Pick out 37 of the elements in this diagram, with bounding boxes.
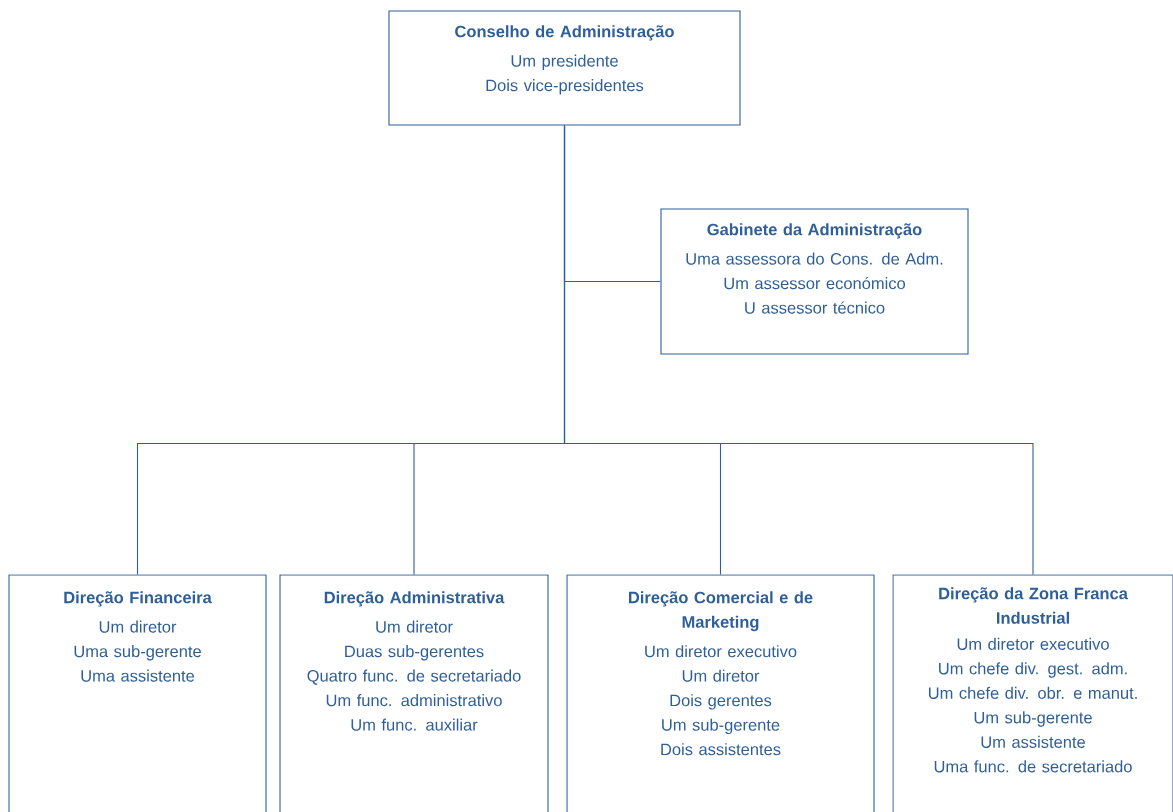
- box-text: Uma func. de secretariado: [934, 760, 1132, 773]
- box-text: Dois gerentes: [670, 694, 772, 710]
- box-text: Um diretor: [376, 620, 453, 633]
- box-text: Um diretor executivo: [957, 637, 1109, 650]
- box-text: Uma assistente: [81, 669, 195, 682]
- box-text: Quatro func. de secretariado: [307, 669, 521, 685]
- box-text: Um diretor: [99, 620, 177, 633]
- org-box: [660, 208, 969, 355]
- box-text: Dois vice-presidentes: [486, 79, 644, 95]
- box-text: Um diretor: [682, 669, 760, 682]
- org-box: [8, 574, 267, 812]
- box-text: Um assessor económico: [724, 276, 905, 290]
- box-text: Dois assistentes: [661, 743, 781, 756]
- org-box: [566, 574, 875, 812]
- box-heading: Direção Administrativa: [324, 591, 505, 607]
- box-heading: Direção da Zona Franca Industrial: [939, 587, 1128, 624]
- box-text: U assessor técnico: [745, 301, 885, 314]
- box-text: Uma assessora do Cons. de Adm.: [686, 252, 943, 265]
- box-text: Um func. administrativo: [326, 694, 502, 707]
- org-box: [279, 574, 549, 812]
- box-text: Um chefe div. gest. adm.: [939, 662, 1127, 678]
- org-box: [388, 10, 741, 126]
- box-heading: Gabinete da Administração: [707, 223, 922, 239]
- box-text: Um assistente: [981, 735, 1085, 748]
- org-box: [892, 574, 1173, 812]
- box-heading: Conselho de Administração: [455, 25, 674, 41]
- box-text: Um chefe div. obr. e manut.: [928, 686, 1137, 699]
- box-heading: Direção Comercial e de Marketing: [629, 591, 813, 632]
- box-text: Um presidente: [511, 54, 618, 70]
- box-text: Um func. auxiliar: [351, 718, 478, 731]
- box-text: Uma sub-gerente: [74, 645, 201, 661]
- box-text: Duas sub-gerentes: [345, 645, 484, 661]
- box-text: Um diretor executivo: [645, 645, 797, 658]
- connector-line: [563, 125, 1034, 575]
- box-text: Um sub-gerente: [974, 711, 1092, 727]
- box-heading: Direção Financeira: [64, 591, 212, 607]
- box-text: Um sub-gerente: [662, 718, 780, 735]
